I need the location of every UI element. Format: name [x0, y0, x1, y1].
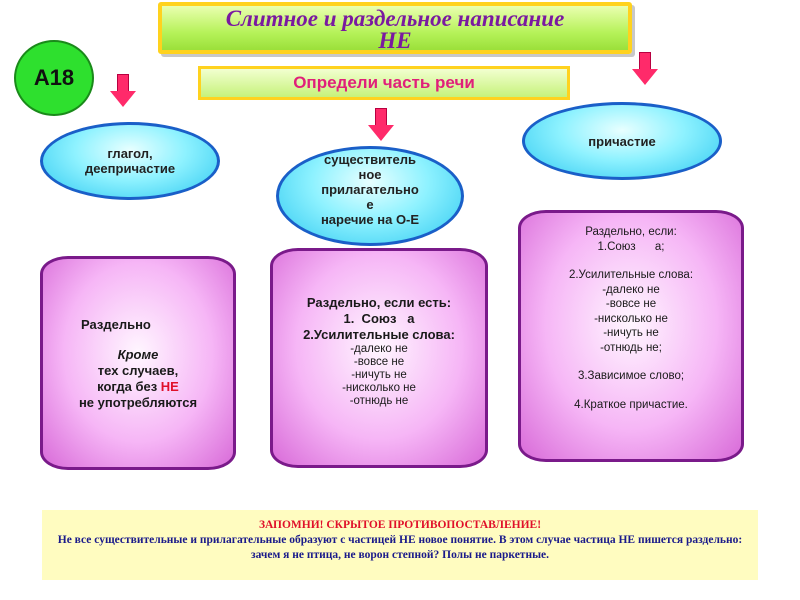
- subtitle-text: Определи часть речи: [293, 73, 475, 92]
- subtitle-banner: Определи часть речи: [198, 66, 570, 100]
- oval-2-line: наречие на О-Е: [320, 211, 420, 227]
- rule-item: 1. Союз а: [343, 311, 415, 326]
- intensifier-word: -далеко не: [602, 283, 660, 296]
- rule-item: 4.Краткое причастие.: [574, 398, 688, 411]
- rule-item: 1.Союз а;: [597, 240, 665, 253]
- rule-line: не употребляются: [78, 395, 198, 410]
- rule-line: когда без НЕ: [43, 379, 233, 395]
- rule-heading: Раздельно, если есть:: [306, 295, 452, 310]
- title-banner: Слитное и раздельное написание НЕ: [158, 2, 632, 54]
- intensifier-word: -нисколько не: [342, 382, 416, 394]
- rule-line-text: когда без: [97, 379, 161, 394]
- rule-box-verb: Раздельно Кроме тех случаев, когда без Н…: [40, 256, 236, 470]
- rule-item: 2.Усилительные слова:: [568, 269, 694, 281]
- oval-2-line: ное: [358, 166, 382, 182]
- rule-box-participle: Раздельно, если: 1.Союз а; 2.Усилительны…: [518, 210, 744, 462]
- remember-note: ЗАПОМНИ! СКРЫТОЕ ПРОТИВОПОСТАВЛЕНИЕ! Не …: [42, 510, 758, 580]
- oval-participle: причастие: [522, 102, 722, 180]
- intensifier-word: -отнюдь не;: [600, 341, 662, 354]
- highlight-ne: НЕ: [160, 379, 179, 394]
- intensifier-word: -ничуть не: [351, 369, 407, 381]
- rule-heading: Раздельно, если:: [585, 226, 677, 238]
- oval-noun-adjective-adverb: существитель ное прилагательно е наречие…: [276, 146, 464, 246]
- oval-2-line: существитель: [324, 151, 416, 167]
- oval-1-line: деепричастие: [84, 161, 176, 176]
- task-badge: А18: [14, 40, 94, 116]
- rule-box-noun: Раздельно, если есть: 1. Союз а 2.Усилит…: [270, 248, 488, 468]
- oval-1-line: глагол,: [107, 146, 153, 161]
- intensifier-word: -далеко не: [350, 343, 408, 355]
- note-heading: ЗАПОМНИ! СКРЫТОЕ ПРОТИВОПОСТАВЛЕНИЕ!: [258, 519, 542, 531]
- rule-except: Кроме: [117, 347, 159, 362]
- intensifier-word: -отнюдь не: [349, 395, 409, 407]
- intensifier-word: -вовсе не: [353, 356, 405, 368]
- intensifier-word: -нисколько не: [594, 312, 668, 325]
- title-line-2: НЕ: [378, 28, 412, 53]
- intensifier-word: -ничуть не: [603, 327, 659, 339]
- rule-item: 3.Зависимое слово;: [577, 370, 685, 382]
- arrow-down-icon: [368, 108, 394, 142]
- oval-verb-gerund: глагол, деепричастие: [40, 122, 220, 200]
- intensifier-word: -вовсе не: [605, 298, 657, 310]
- arrow-down-icon: [110, 74, 136, 108]
- note-body: Не все существительные и прилагательные …: [57, 534, 743, 561]
- oval-3-line: причастие: [588, 133, 656, 149]
- oval-2-line: прилагательно: [321, 181, 419, 197]
- oval-2-line: е: [366, 196, 374, 212]
- arrow-down-icon: [632, 52, 658, 86]
- title-line-1: Слитное и раздельное написание: [225, 6, 565, 31]
- rule-heading: Раздельно: [81, 317, 151, 332]
- rule-item: 2.Усилительные слова:: [303, 327, 455, 342]
- rule-line: тех случаев,: [97, 363, 179, 378]
